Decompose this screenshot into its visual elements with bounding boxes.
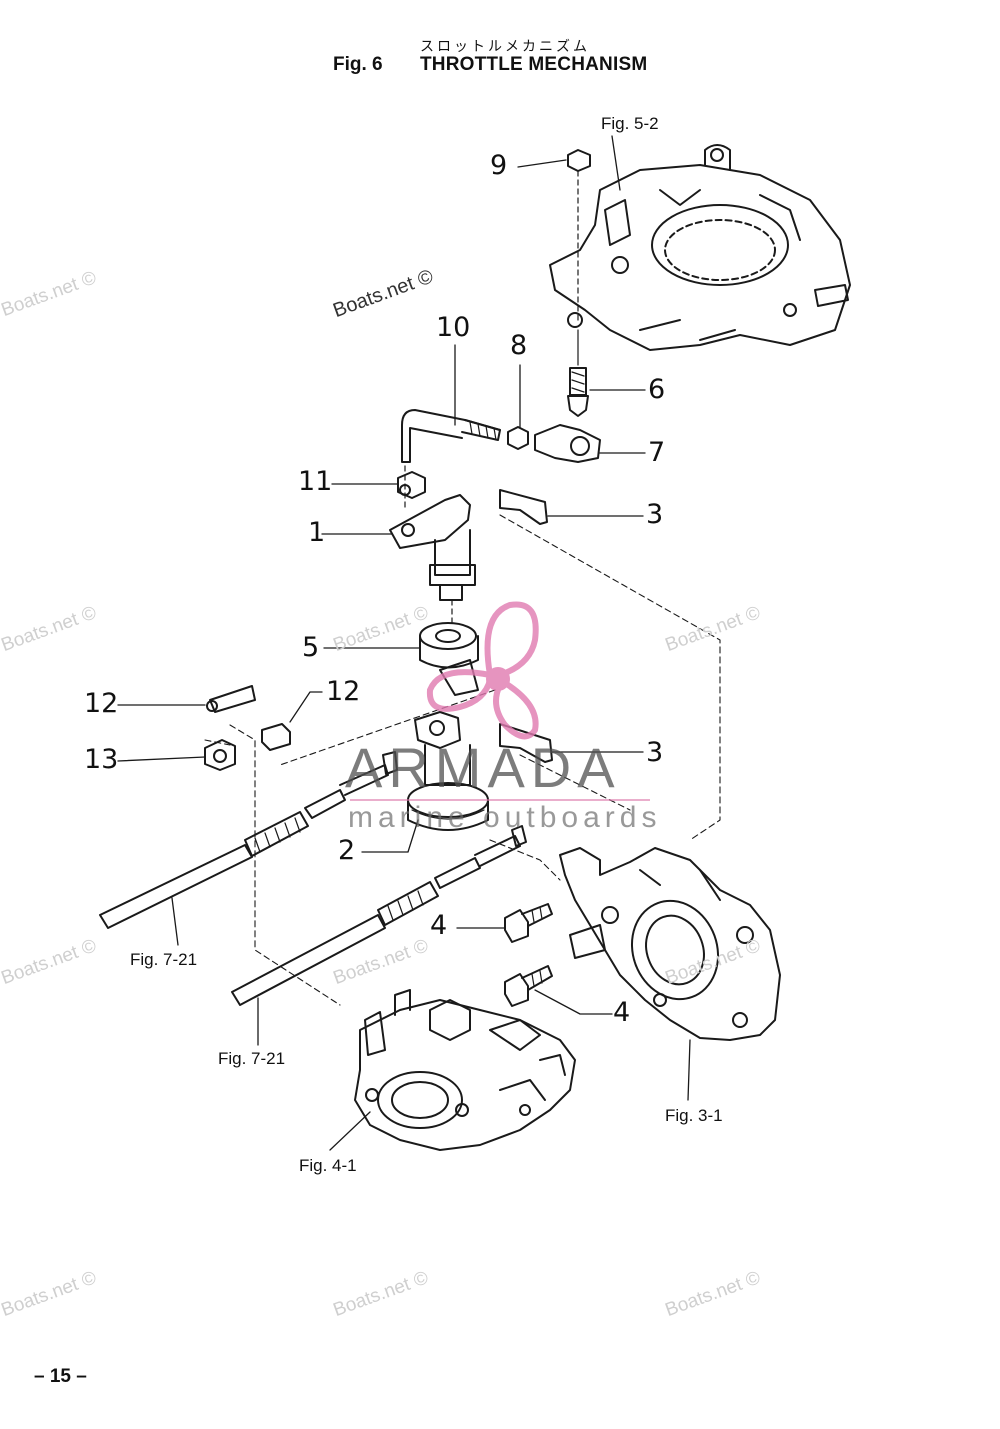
callout-10: 10: [436, 312, 471, 343]
figure-header: スロットルメカニズム Fig. 6 THROTTLE MECHANISM: [0, 30, 1000, 90]
carburetor-part: [354, 989, 576, 1151]
logo-brand: ARMADA: [345, 736, 621, 799]
throttle-cable-upper: [99, 751, 398, 929]
ref-fig-5-2: Fig. 5-2: [601, 114, 659, 133]
callout-13: 13: [84, 744, 119, 775]
figure-number: Fig. 6: [333, 54, 383, 75]
callout-3-upper: 3: [646, 499, 664, 530]
ref-fig-4-1: Fig. 4-1: [299, 1156, 357, 1175]
spring-clip-part-3-lower: [499, 723, 553, 763]
throttle-rod-part-10: [401, 409, 501, 511]
collar-part-5: [419, 622, 479, 696]
figure-title: THROTTLE MECHANISM: [420, 54, 648, 75]
throttle-lever-part-1: [389, 494, 476, 626]
callout-leaders: [117, 135, 691, 1151]
ref-fig-7-21-lower: Fig. 7-21: [218, 1049, 286, 1068]
callout-6: 6: [648, 374, 666, 405]
ref-fig-7-21-upper: Fig. 7-21: [130, 950, 198, 969]
clip-part-11: [397, 471, 426, 499]
callout-5: 5: [302, 632, 320, 663]
callout-1: 1: [308, 517, 326, 548]
clip-part-12-right: [261, 723, 291, 751]
intake-housing-part: [559, 847, 781, 1041]
clip-part-12-left: [206, 685, 256, 713]
callout-3-lower: 3: [646, 737, 664, 768]
japanese-title: スロットルメカニズム: [420, 39, 590, 55]
propeller-icon: [426, 601, 539, 740]
assembly-leader-lines: [204, 514, 721, 1006]
callout-4-lower: 4: [613, 997, 631, 1028]
spring-clip-part-3-upper: [499, 489, 548, 525]
nut-part-9: [567, 149, 591, 321]
logo-tagline: marine outboards: [348, 801, 662, 834]
callout-12-right: 12: [326, 676, 361, 707]
callout-9: 9: [490, 150, 508, 181]
screw-part-4-upper: [504, 903, 553, 943]
screw-part-4-lower: [504, 965, 553, 1007]
throttle-cable-lower: [231, 825, 527, 1006]
callout-11: 11: [298, 466, 333, 497]
callout-8: 8: [510, 330, 528, 361]
callout-4-upper: 4: [430, 910, 448, 941]
pin-part-6: [567, 329, 589, 417]
ref-fig-3-1: Fig. 3-1: [665, 1106, 723, 1125]
ball-joint-part-7: [534, 424, 601, 463]
callout-12-left: 12: [84, 688, 119, 719]
callout-2: 2: [338, 835, 356, 866]
fitting-part-13: [204, 739, 236, 771]
armada-logo: ARMADA marine outboards: [340, 595, 670, 835]
upper-housing-part: [549, 144, 851, 351]
nut-part-8: [507, 426, 529, 450]
callout-7: 7: [648, 437, 666, 468]
page-number: – 15 –: [34, 1366, 87, 1387]
logo-divider: [350, 799, 650, 801]
